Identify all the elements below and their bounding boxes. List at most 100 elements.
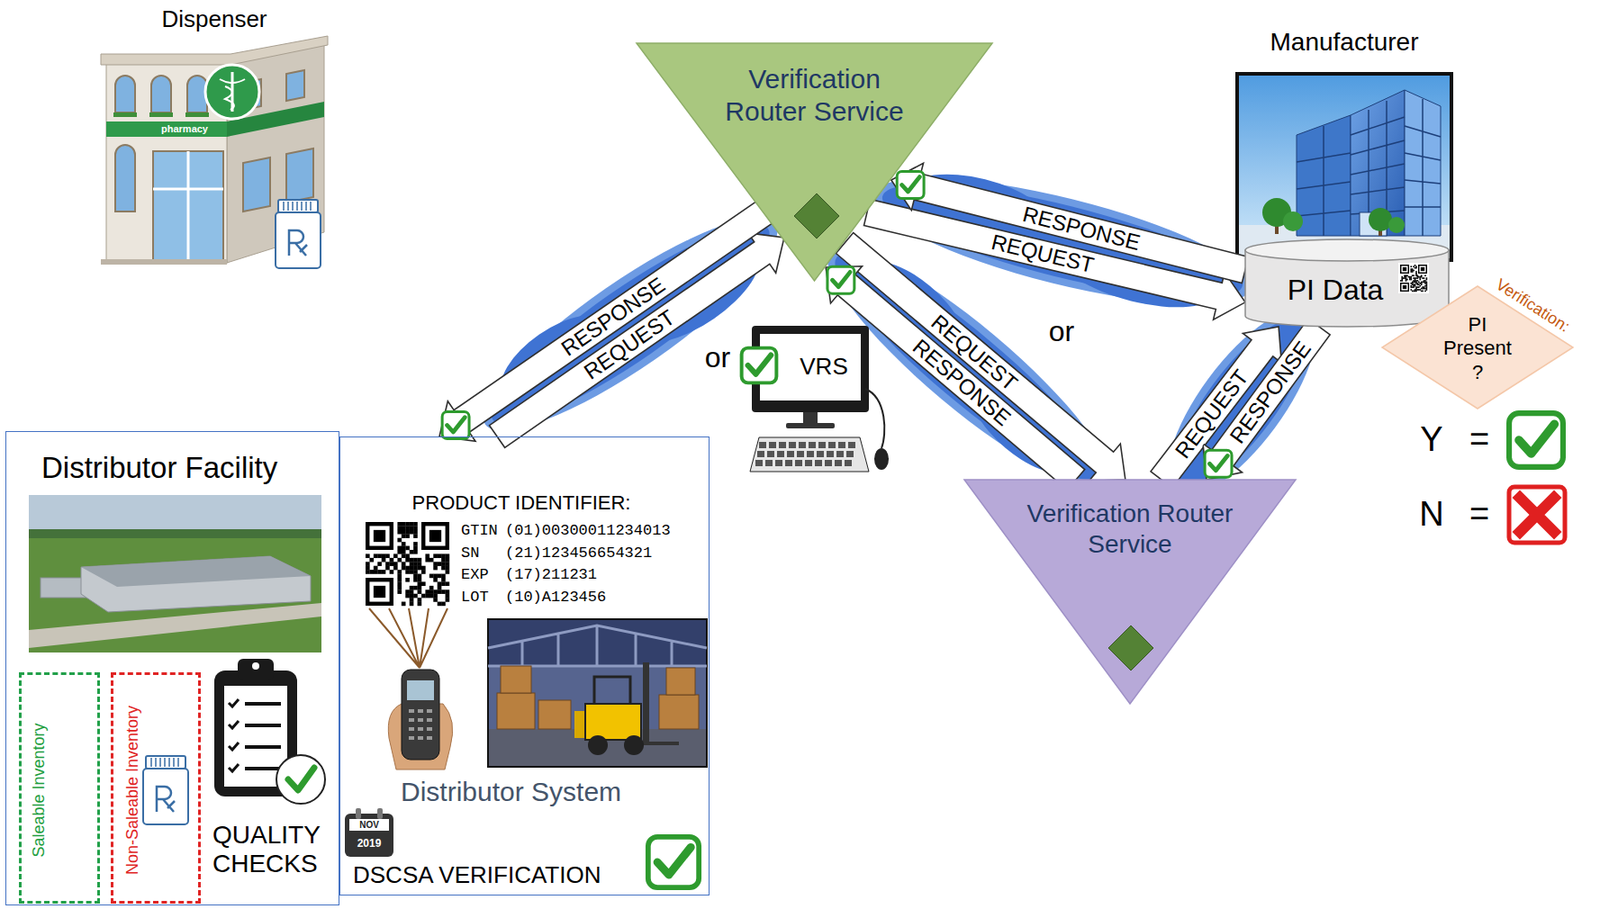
qr-module — [1414, 264, 1417, 267]
qr-module — [1414, 289, 1417, 291]
keyboard-key — [767, 451, 775, 458]
node-label: Non-Saleable Inventory — [123, 705, 144, 876]
triangle-outline — [964, 479, 1296, 705]
vrs-computer: VRS — [751, 325, 869, 480]
rx-bottle — [143, 768, 189, 825]
small-diamond — [1108, 625, 1154, 671]
qr-module — [409, 530, 415, 535]
qr-module — [413, 574, 418, 579]
qr-module — [365, 569, 371, 575]
decision-diamond: Verification:PI Present ? — [1382, 286, 1573, 409]
qr-module — [1412, 290, 1415, 293]
qr-module — [1426, 279, 1429, 281]
warehouse-picture — [488, 619, 707, 768]
qr-module — [405, 594, 410, 599]
qr-module — [1415, 290, 1418, 293]
qr-module — [1417, 276, 1420, 279]
qr-module — [1426, 289, 1429, 291]
qr-module — [365, 561, 371, 567]
qr-module — [1415, 282, 1418, 285]
keyboard-key — [844, 460, 852, 467]
calendar-icon — [355, 808, 362, 820]
qr-module — [385, 553, 390, 559]
panel-ground — [339, 436, 710, 896]
warehouse-picture — [594, 677, 631, 705]
clipboard-icon — [288, 768, 315, 791]
qr-module — [437, 602, 443, 607]
qr-module — [1412, 274, 1415, 277]
qr-module — [417, 586, 423, 591]
warehouse-picture — [659, 695, 699, 730]
barcode-scanner — [408, 709, 433, 741]
qr-module — [1420, 274, 1423, 277]
qr-module — [421, 566, 426, 571]
qr-code — [1398, 262, 1429, 294]
qr-module — [373, 553, 379, 559]
qr-module — [405, 530, 410, 535]
system-box: PRODUCT IDENTIFIER:Distributor SystemDSC… — [339, 436, 710, 896]
qr-module — [433, 578, 438, 583]
pharmacy-building — [115, 144, 136, 212]
warehouse-picture — [587, 735, 608, 756]
qr-finder — [1401, 283, 1408, 290]
keyboard-key — [846, 451, 854, 458]
qr-module — [441, 589, 446, 595]
qr-module — [405, 522, 410, 527]
qr-module — [1402, 277, 1405, 280]
rx-bottle — [151, 758, 179, 768]
qr-module — [1426, 282, 1429, 285]
node-label: VRS — [799, 352, 848, 381]
qr-finder — [1420, 267, 1425, 272]
qr-module — [1411, 290, 1414, 293]
qr-module — [1410, 270, 1412, 272]
annotation: NOV — [359, 820, 380, 832]
qr-module — [1414, 277, 1417, 280]
qr-module — [1417, 282, 1420, 285]
qr-finder — [1402, 285, 1407, 290]
qr-module — [1414, 279, 1417, 281]
qr-module — [401, 533, 407, 539]
qr-module — [1415, 286, 1418, 289]
qr-module — [1414, 285, 1417, 288]
qr-module — [429, 586, 434, 591]
cross-icon — [1509, 487, 1565, 543]
qr-module — [424, 558, 430, 563]
qr-module — [1424, 280, 1427, 282]
qr-module — [437, 574, 443, 579]
qr-module — [401, 542, 407, 547]
qr-module — [417, 602, 423, 607]
qr-module — [401, 525, 407, 531]
pharmacy-building — [115, 75, 208, 113]
cross-icon — [1519, 497, 1555, 533]
qr-finder — [369, 525, 389, 546]
qr-module — [1415, 289, 1418, 291]
annotation: or — [1048, 315, 1075, 349]
qr-module — [1409, 276, 1411, 279]
qr-module — [421, 594, 426, 599]
qr-module — [424, 589, 430, 595]
qr-module — [433, 553, 438, 559]
qr-module — [1414, 280, 1417, 282]
qr-module — [1412, 281, 1415, 284]
qr-module — [381, 569, 387, 575]
qr-finder — [424, 525, 445, 546]
node-label: Distributor System — [400, 776, 622, 809]
qr-module — [401, 522, 407, 527]
qr-module — [1411, 270, 1414, 272]
keyboard-key — [814, 460, 823, 467]
arrow-connector — [489, 233, 785, 448]
annotation: (10)A123456 — [505, 588, 606, 607]
qr-finder — [1418, 264, 1428, 274]
qr-module — [1420, 288, 1423, 290]
keyboard-key — [808, 442, 816, 449]
qr-module — [1412, 283, 1415, 286]
qr-module — [417, 566, 423, 571]
qr-module — [401, 566, 407, 571]
qr-module — [1421, 290, 1424, 293]
qr-module — [405, 589, 410, 595]
qr-module — [1410, 277, 1412, 280]
manufacturer-building — [1283, 211, 1303, 232]
qr-module — [1426, 286, 1429, 289]
qr-module — [1403, 276, 1406, 279]
qr-module — [1424, 282, 1427, 285]
